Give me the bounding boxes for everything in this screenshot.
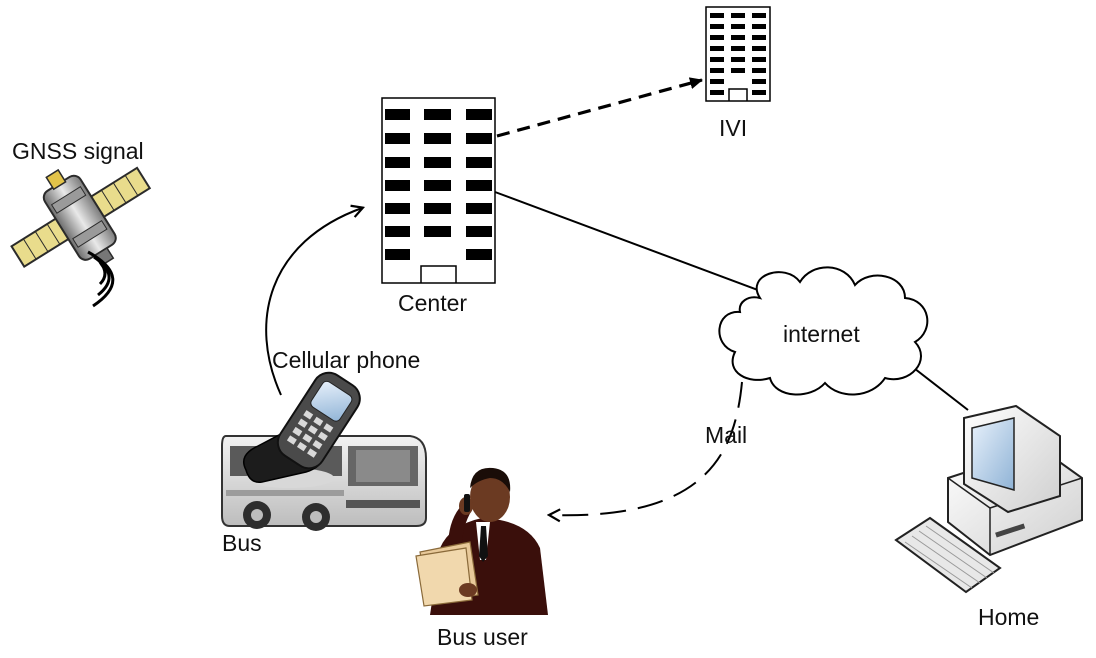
center-to-ivi-arrow <box>496 77 703 138</box>
businessman-on-phone-icon <box>415 467 548 615</box>
gnss-signal-label: GNSS signal <box>12 138 144 164</box>
cellular-phone-label: Cellular phone <box>272 347 421 373</box>
center-building-icon <box>381 97 496 284</box>
internet-cloud-icon <box>718 266 929 396</box>
satellite-icon <box>10 166 152 269</box>
ivi-building-icon <box>705 6 771 102</box>
signal-waves-icon <box>87 250 115 308</box>
desktop-computer-icon <box>894 404 1083 594</box>
mail-arrow <box>550 381 743 515</box>
bus-user-label: Bus user <box>437 624 528 650</box>
connectors <box>265 77 969 515</box>
center-label: Center <box>398 290 468 316</box>
home-label: Home <box>978 604 1040 630</box>
mail-label: Mail <box>705 422 748 448</box>
center-to-internet-line <box>494 191 775 297</box>
internet-label: internet <box>783 321 860 347</box>
ivi-label: IVI <box>719 115 748 141</box>
bus-label: Bus <box>222 530 262 556</box>
phone-to-center-arrow <box>265 208 362 396</box>
internet-to-home-line <box>909 364 969 411</box>
mobile-phone-icon <box>243 371 361 488</box>
